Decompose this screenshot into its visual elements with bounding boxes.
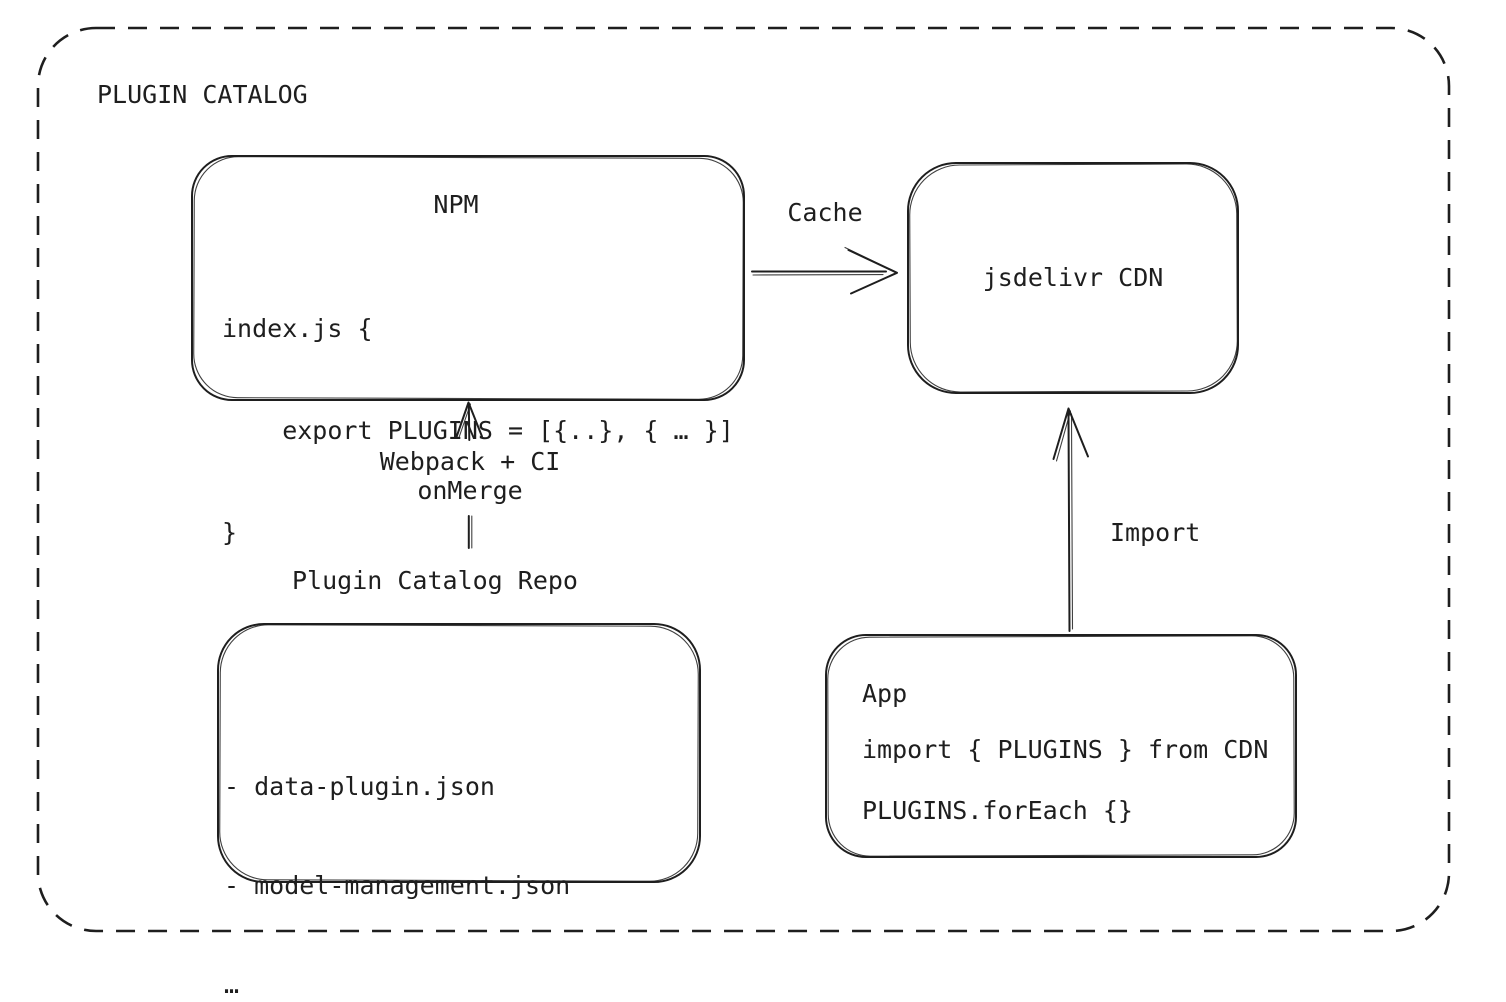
- npm-code-block: index.js { export PLUGINS = [{..}, { … }…: [222, 244, 734, 618]
- npm-code-line: }: [222, 518, 238, 547]
- npm-code-line: index.js {: [222, 314, 373, 343]
- import-arrow: [1052, 407, 1089, 632]
- repo-file-item: - data-plugin.json: [224, 772, 495, 801]
- catalog-frame-border: [36, 26, 1451, 933]
- app-code-line: PLUGINS.forEach {}: [862, 796, 1133, 825]
- repo-box-label: Plugin Catalog Repo: [292, 566, 578, 595]
- npm-box-sketch-echo: [193, 156, 744, 400]
- cache-arrow: [751, 246, 898, 295]
- npm-code-line: export PLUGINS = [{..}, { … }]: [222, 416, 734, 445]
- repo-box-shape: [217, 623, 701, 883]
- build-arrow-label: Webpack + CI: [379, 447, 561, 476]
- app-code-line: import { PLUGINS } from CDN: [862, 735, 1269, 764]
- repo-box-sketch-echo: [219, 624, 699, 882]
- cache-arrow-label: Cache: [787, 198, 863, 227]
- build-arrow-sublabel: onMerge: [417, 476, 523, 505]
- cdn-box-shape: [907, 162, 1239, 394]
- npm-box-title: NPM: [433, 190, 479, 219]
- app-box-sketch-echo: [827, 635, 1295, 857]
- cdn-box-sketch-echo: [909, 163, 1238, 393]
- import-arrow-label: Import: [1110, 518, 1201, 547]
- diagram-title: PLUGIN CATALOG: [97, 80, 308, 109]
- build-arrow: [455, 401, 483, 549]
- repo-file-item: - model-management.json: [224, 871, 571, 900]
- repo-file-list: - data-plugin.json - model-management.js…: [224, 704, 570, 1002]
- cdn-box-label: jsdelivr CDN: [982, 263, 1164, 292]
- repo-file-item: …: [224, 970, 240, 999]
- npm-box-shape: [191, 155, 745, 401]
- app-box-shape: [825, 634, 1297, 858]
- app-box-title: App: [862, 679, 908, 708]
